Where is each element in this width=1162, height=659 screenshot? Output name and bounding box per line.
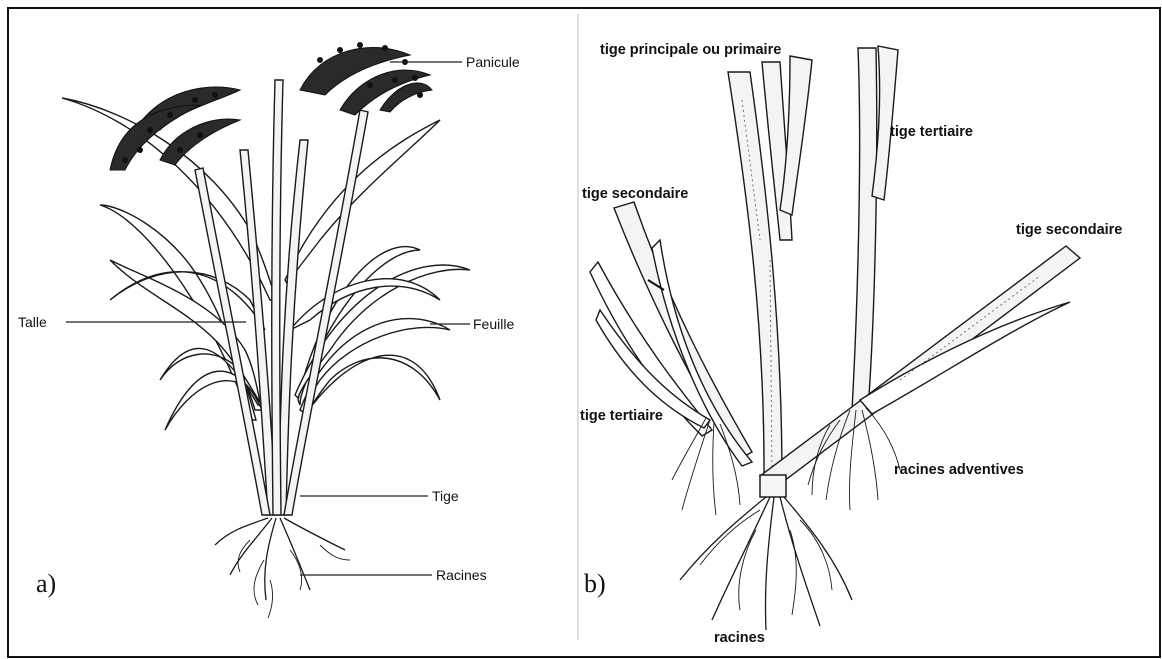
label-tige-secondaire-right: tige secondaire xyxy=(1016,222,1122,238)
label-talle: Talle xyxy=(18,314,47,330)
roots-a xyxy=(215,518,350,618)
leaf-a-7 xyxy=(302,355,440,420)
label-racines-b: racines xyxy=(714,630,765,646)
tiller-a-2 xyxy=(278,140,308,515)
label-racines-adventives: racines adventives xyxy=(894,462,1024,478)
secondary-leaf-b-right xyxy=(860,302,1070,414)
label-feuille: Feuille xyxy=(473,316,514,332)
label-tige-secondaire-left: tige secondaire xyxy=(582,186,688,202)
label-panicule: Panicule xyxy=(466,54,520,70)
label-tige-tertiaire-left: tige tertiaire xyxy=(580,408,663,424)
panel-a-illustration xyxy=(62,42,470,618)
roots-b-main xyxy=(680,497,852,630)
panel-b-illustration xyxy=(590,46,1080,630)
label-tige-principale: tige principale ou primaire xyxy=(600,42,781,58)
label-racines: Racines xyxy=(436,567,487,583)
base-node-b xyxy=(760,475,786,497)
leaf-a-9 xyxy=(62,98,276,300)
leaf-a-1 xyxy=(100,205,256,420)
panel-a-id: a) xyxy=(36,569,56,598)
label-tige: Tige xyxy=(432,488,459,504)
label-tige-tertiaire-top: tige tertiaire xyxy=(890,124,973,140)
panicle-a-right xyxy=(300,42,432,115)
tertiary-stem-b-top xyxy=(852,48,877,410)
panel-b-id: b) xyxy=(584,569,606,598)
